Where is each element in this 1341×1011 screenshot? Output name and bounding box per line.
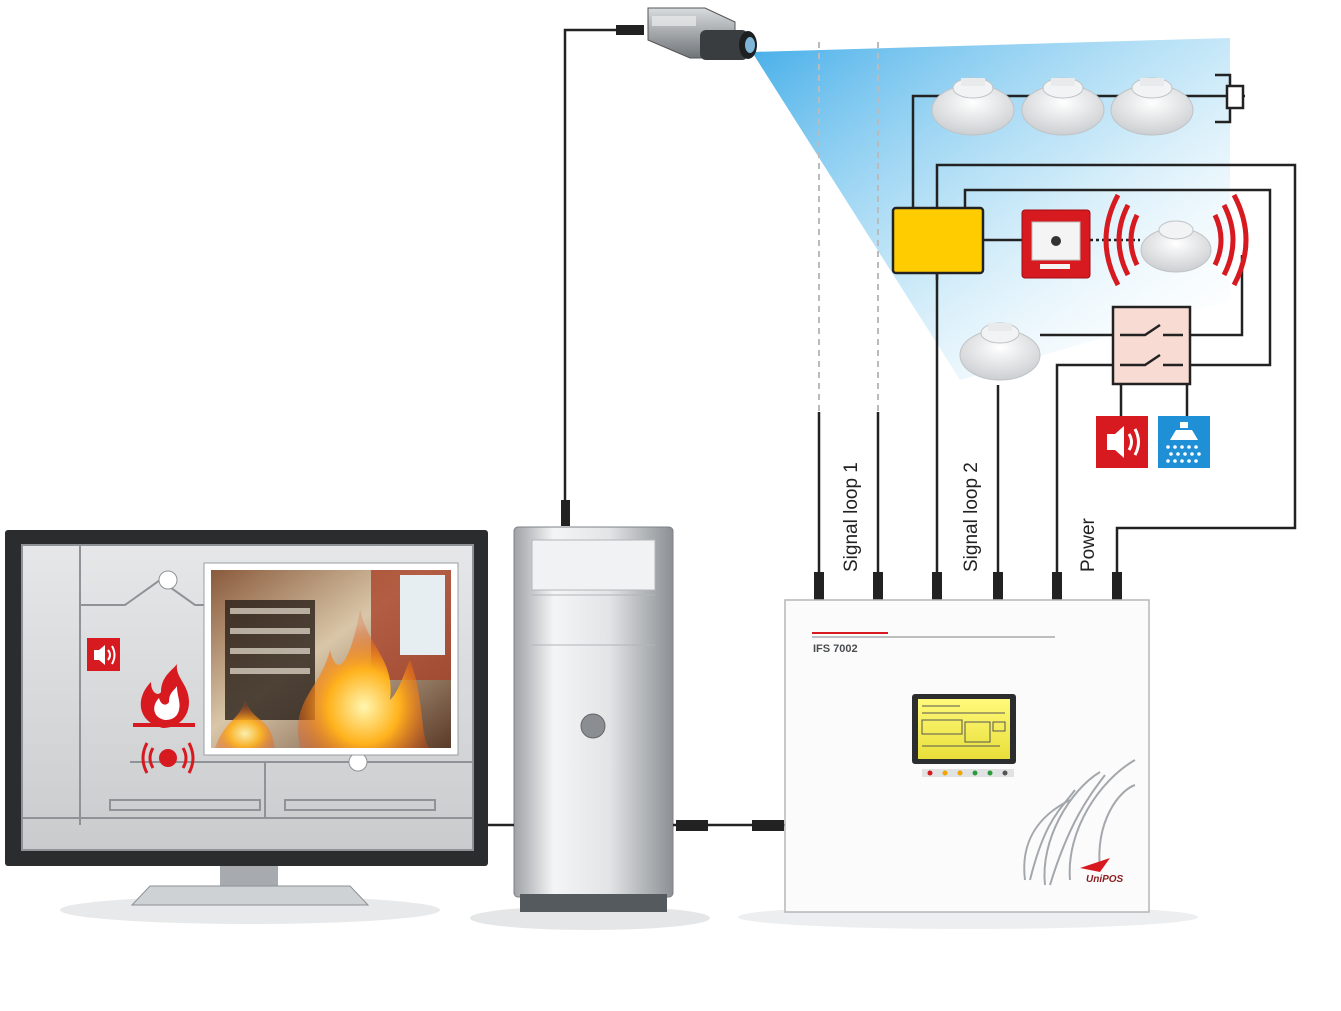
pc-tower [470,526,710,930]
pc-cable-connector [676,820,708,831]
input-module [891,206,985,275]
fire-icon [133,664,195,728]
floor-plan [21,544,474,851]
siren-speaker-icon [87,638,120,671]
siren-waves [1103,193,1249,287]
camera-view-beam [752,38,1230,380]
panel-cable-connector [752,820,784,831]
smoke-detector-icon [1110,77,1194,136]
manual-call-point-icon [1021,209,1091,279]
relay-module [1111,305,1192,386]
smoke-detector-icon [959,322,1041,381]
smoke-detector-icon [931,77,1015,136]
signal-loop-2-label: Signal loop 2 [961,462,982,572]
unipos-bird-icon [1080,858,1110,872]
camera-cable-connector [616,25,644,35]
pc-power-button[interactable] [580,713,606,739]
camera-feed-window[interactable] [203,562,459,756]
alarm-beacon-icon [141,742,195,774]
signal-loop-1-label: Signal loop 1 [841,462,862,572]
panel-connectors [814,572,1122,600]
pc-top-connector [561,500,570,526]
panel-lcd-display[interactable] [912,694,1016,764]
cctv-camera-icon [647,7,757,60]
panel-key-row[interactable] [922,769,1014,777]
siren-speaker-icon [1096,416,1148,468]
end-of-line-resistor-icon [1215,73,1245,124]
panel-brand-label: UniPOS [1086,874,1124,885]
smoke-detector-icon [1021,77,1105,136]
sprinkler-icon [1158,416,1210,468]
power-label: Power [1078,517,1099,572]
monitor [5,530,488,924]
smoke-detector-icon [1140,220,1212,273]
fire-control-panel: IFS 7002 [738,599,1198,929]
panel-model-label: IFS 7002 [813,643,858,655]
panel-brand-logo [1023,759,1136,886]
camera-cable [563,28,640,525]
